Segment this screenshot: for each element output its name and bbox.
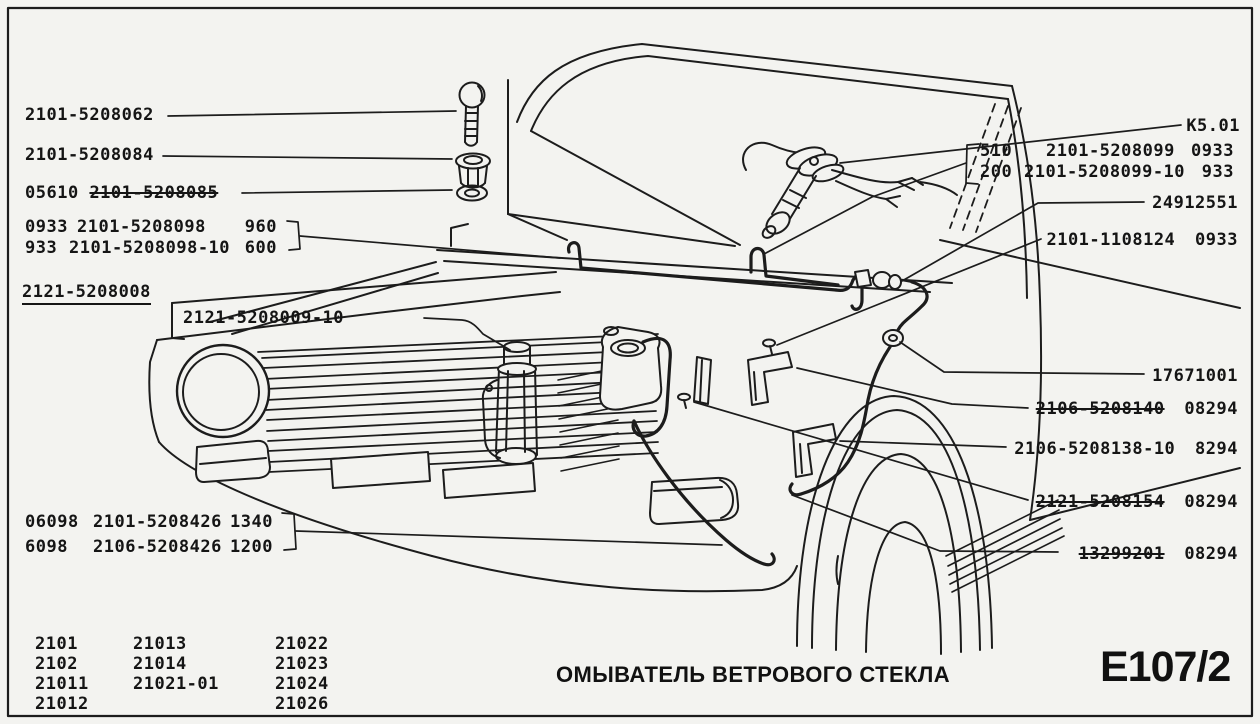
callout-jet: 2101-5208062 (25, 105, 154, 125)
model-list-col2: 21013 21014 21021-01 (133, 634, 219, 694)
wheel-arch-drawing (796, 395, 1065, 655)
hose-group-row: 6098 2106-5208426 1200 (25, 537, 273, 557)
model-item: 21021-01 (133, 674, 219, 694)
callout-assembly: 2121-5208008 (22, 282, 151, 305)
callout-bracket1: 2106-5208140 08294 (1035, 399, 1238, 419)
tube-group-row: 933 2101-5208098-10 600 (25, 238, 277, 258)
valve-drawing (854, 269, 913, 290)
bracket-clips-drawing (677, 338, 837, 478)
callout-kref: K5.01 (1186, 116, 1240, 136)
callout-bushing: 2101-1108124 0933 (1046, 230, 1238, 250)
callout-clip: 2121-5208154 08294 (1035, 492, 1238, 512)
reservoir-drawing (599, 326, 663, 411)
hose-drawing (631, 280, 929, 567)
model-item: 2102 (35, 654, 78, 674)
callout-valve: 24912551 (1152, 193, 1238, 213)
model-item: 21026 (275, 694, 329, 714)
callout-jet-tube-group: 510 2101-5208099 0933 200 2101-5208099-1… (980, 141, 1234, 183)
jet-tube-group-row: 510 2101-5208099 0933 (980, 141, 1234, 161)
washer-tube-drawing (566, 241, 864, 311)
callout-jet-grommet: 2101-5208084 (25, 145, 154, 165)
jet-tube-group-row: 200 2101-5208099-10 933 (980, 162, 1234, 182)
model-item: 21022 (275, 634, 329, 654)
callout-bracket2: 2106-5208138-10 8294 (1014, 439, 1238, 459)
model-item: 21024 (275, 674, 329, 694)
model-item: 21013 (133, 634, 187, 654)
grille-drawing (257, 333, 659, 473)
figure-title: ОМЫВАТЕЛЬ ВЕТРОВОГО СТЕКЛА (556, 662, 950, 687)
callout-pin: 13299201 08294 (1078, 544, 1238, 564)
page-frame (6, 6, 1254, 718)
callout-hose-group: 06098 2101-5208426 1340 6098 2106-520842… (25, 512, 273, 562)
model-list-col1: 2101 2102 21011 21012 (35, 634, 89, 714)
pump-drawing (481, 341, 538, 465)
engine-bay-hatch (557, 367, 620, 472)
tube-group-row: 0933 2101-5208098 960 (25, 217, 277, 237)
model-item: 21012 (35, 694, 89, 714)
callout-seal: 05610 2101-5208085 (25, 183, 219, 203)
hose-grommet-drawing (882, 329, 904, 347)
callout-grommet: 17671001 (1152, 366, 1238, 386)
callout-pump: 2121-5208009-10 (183, 308, 345, 328)
callout-tube-group: 0933 2101-5208098 960 933 2101-5208098-1… (25, 217, 277, 259)
model-item: 21014 (133, 654, 187, 674)
wiper-linkage-drawing (742, 142, 958, 239)
hose-group-row: 06098 2101-5208426 1340 (25, 512, 273, 532)
model-list-col3: 21022 21023 21024 21026 (275, 634, 329, 714)
model-item: 2101 (35, 634, 78, 654)
model-item: 21011 (35, 674, 89, 694)
headlight-drawing (175, 343, 271, 439)
nozzle-parts-drawing (455, 81, 491, 202)
page-code: E107/2 (1100, 643, 1231, 691)
model-item: 21023 (275, 654, 329, 674)
bumper-drawing (195, 439, 740, 525)
